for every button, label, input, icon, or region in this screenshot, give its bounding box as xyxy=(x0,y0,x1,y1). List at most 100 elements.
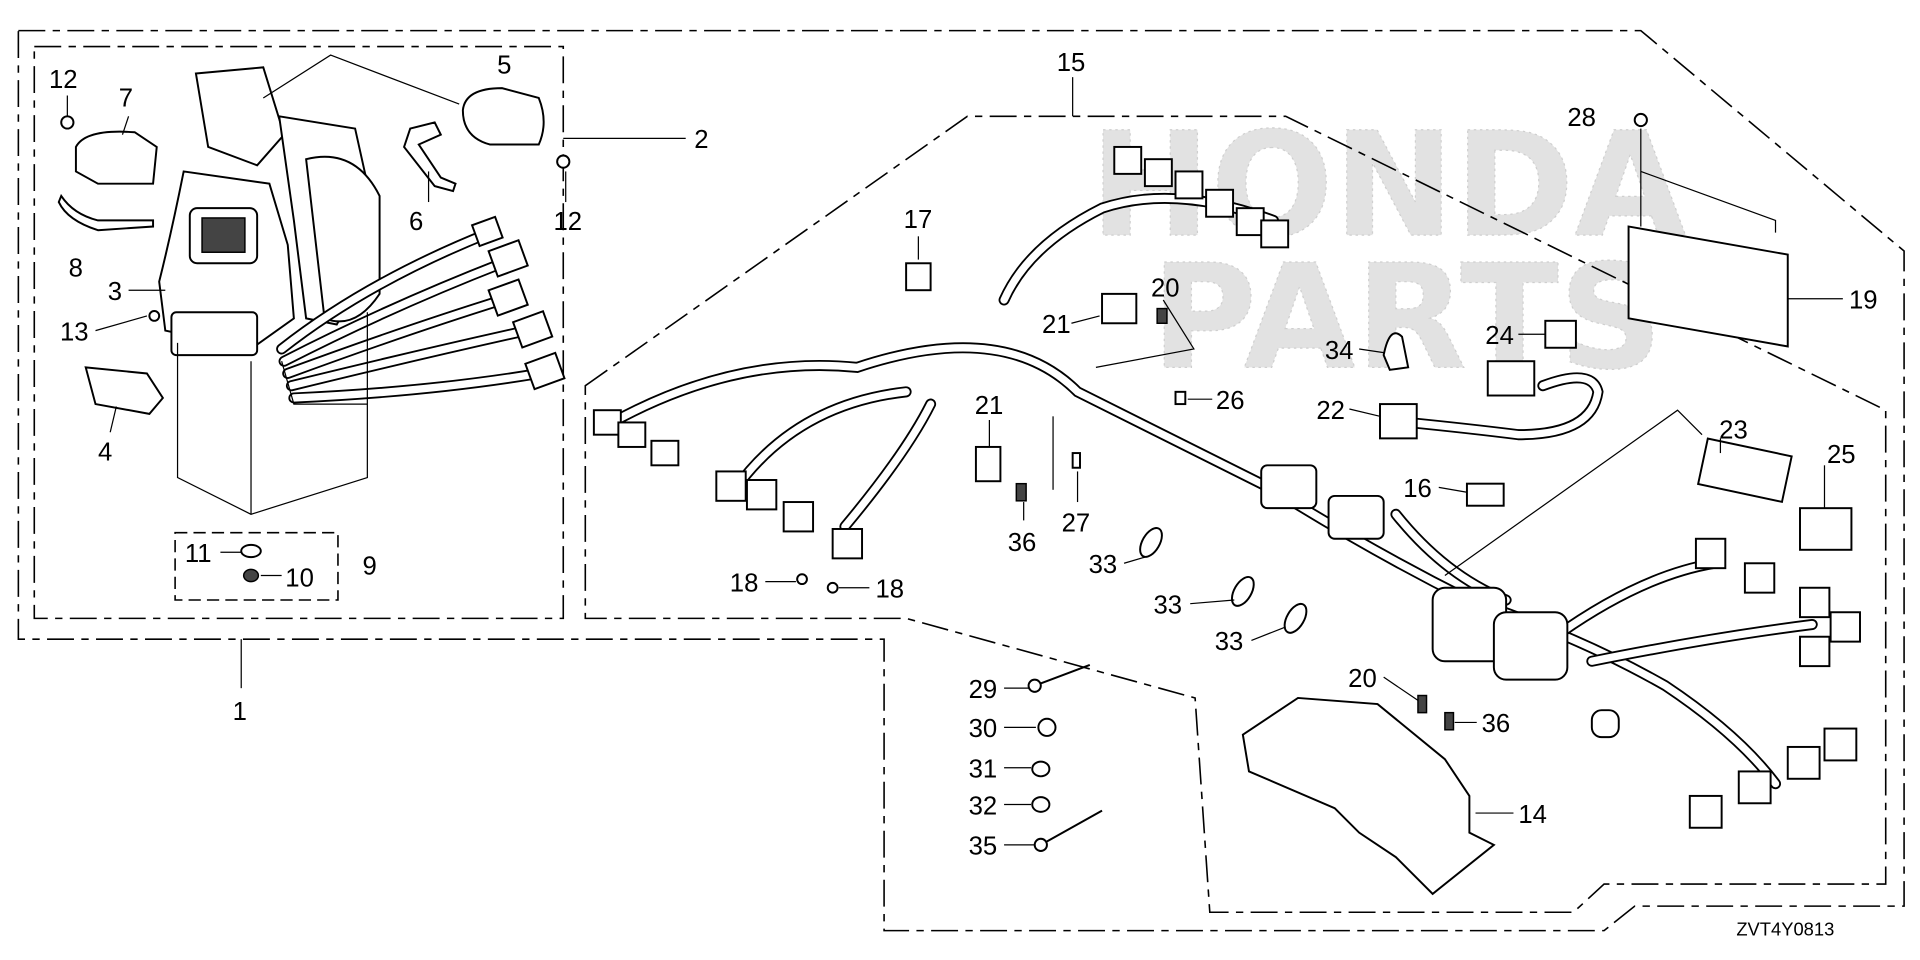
callout-26: 26 xyxy=(1216,387,1245,415)
part-20-terminal-2 xyxy=(1417,694,1428,714)
callout-5: 5 xyxy=(497,51,511,79)
callout-13: 13 xyxy=(60,318,89,346)
main-harness xyxy=(606,192,1818,790)
part-24-connector xyxy=(1544,319,1577,349)
part-21-connector xyxy=(1101,292,1138,325)
callout-30: 30 xyxy=(969,715,998,743)
callout-16: 16 xyxy=(1403,475,1432,503)
callout-22: 22 xyxy=(1316,397,1345,425)
callout-32: 32 xyxy=(969,792,998,820)
part-18-screw-2 xyxy=(826,581,839,594)
callout-21: 21 xyxy=(1042,311,1071,339)
callout-6: 6 xyxy=(409,208,423,236)
callout-3: 3 xyxy=(108,278,122,306)
callout-33: 33 xyxy=(1089,551,1118,579)
part-20-terminal xyxy=(1156,307,1168,324)
callout-35: 35 xyxy=(969,833,998,861)
part-29-bolt xyxy=(1034,663,1091,687)
callout-labels: 12 7 5 2 6 12 8 3 13 4 11 10 9 1 15 17 2… xyxy=(49,49,1878,861)
callout-24: 24 xyxy=(1485,322,1514,350)
part-31-washer xyxy=(1031,760,1051,778)
part-12-screw-2 xyxy=(556,154,571,169)
callout-34: 34 xyxy=(1325,337,1354,365)
part-26-seal xyxy=(1174,390,1187,406)
callout-14: 14 xyxy=(1518,801,1547,829)
callout-8: 8 xyxy=(69,255,83,283)
part-32-washer xyxy=(1031,796,1051,813)
part-25-cap xyxy=(1799,507,1853,551)
part-10-nut xyxy=(242,568,260,583)
callout-36b: 36 xyxy=(1482,710,1511,738)
part-16-connector xyxy=(1465,482,1505,507)
callout-19: 19 xyxy=(1849,287,1878,315)
part-35-bolt xyxy=(1040,809,1103,846)
part-30-nut xyxy=(1037,717,1057,737)
callout-12b: 12 xyxy=(553,208,582,236)
diagram-code: ZVT4Y0813 xyxy=(1736,919,1834,940)
watermark-line-1: HONDA xyxy=(1090,102,1687,270)
callout-21b: 21 xyxy=(975,392,1004,420)
callout-4: 4 xyxy=(98,438,112,466)
callout-29: 29 xyxy=(969,676,998,704)
part-33-clamp xyxy=(1139,527,1163,558)
leader-harness xyxy=(281,361,368,405)
callout-9: 9 xyxy=(362,552,376,580)
callout-1: 1 xyxy=(233,698,247,726)
callout-7: 7 xyxy=(119,85,133,113)
callout-15: 15 xyxy=(1057,49,1086,77)
callout-17: 17 xyxy=(904,206,933,234)
part-11-washer xyxy=(240,543,262,559)
callout-33c: 33 xyxy=(1215,628,1244,656)
part-34-clamp xyxy=(1382,332,1410,371)
part-4-panel xyxy=(84,366,165,415)
remote-control-box xyxy=(158,66,381,515)
part-19-control-unit xyxy=(1627,225,1789,348)
harness-connectors xyxy=(592,145,1861,829)
part-27-seal xyxy=(1071,452,1081,469)
leader-frame xyxy=(176,312,368,515)
callout-18: 18 xyxy=(730,569,759,597)
callout-20b: 20 xyxy=(1348,665,1377,693)
group-border-15 xyxy=(584,115,1887,914)
part-21-connector-2 xyxy=(974,445,1002,483)
callout-27: 27 xyxy=(1062,509,1091,537)
callout-2: 2 xyxy=(694,126,708,154)
callout-23: 23 xyxy=(1719,416,1748,444)
leader-lines xyxy=(66,54,1843,846)
group-border-9 xyxy=(174,531,339,601)
part-22-connector xyxy=(1379,403,1418,440)
part-14-bracket xyxy=(1241,696,1496,896)
callout-33b: 33 xyxy=(1153,591,1182,619)
part-17-connector xyxy=(905,262,932,292)
part-8-bracket xyxy=(57,193,155,232)
callout-11: 11 xyxy=(185,540,212,568)
part-33-clamp-2 xyxy=(1230,576,1255,607)
group-border-1 xyxy=(17,29,1905,932)
callout-10: 10 xyxy=(285,565,314,593)
callout-28: 28 xyxy=(1567,104,1596,132)
callout-18b: 18 xyxy=(876,576,905,604)
callout-31: 31 xyxy=(969,756,998,784)
callout-25: 25 xyxy=(1827,441,1856,469)
part-36-terminal-2 xyxy=(1444,711,1455,731)
part-36-terminal xyxy=(1015,482,1027,502)
part-23-connector xyxy=(1696,437,1793,504)
part-6-bracket xyxy=(402,121,457,193)
part-18-screw xyxy=(796,573,808,586)
callout-20: 20 xyxy=(1151,274,1180,302)
part-33-clamp-3 xyxy=(1283,602,1308,634)
part-7-cover xyxy=(74,130,158,185)
watermark: HONDA PARTS xyxy=(1089,101,1687,402)
part-28-bolt xyxy=(1633,112,1648,128)
control-box-harness xyxy=(276,215,566,404)
part-5-grip xyxy=(461,87,545,146)
part-22-cable-inner xyxy=(1404,374,1602,439)
part-12-screw xyxy=(60,115,75,130)
part-13-screw xyxy=(148,310,161,322)
hardware-set xyxy=(1027,663,1103,852)
callout-36: 36 xyxy=(1008,529,1037,557)
part-24-cap xyxy=(1486,360,1536,397)
callout-12: 12 xyxy=(49,66,78,94)
